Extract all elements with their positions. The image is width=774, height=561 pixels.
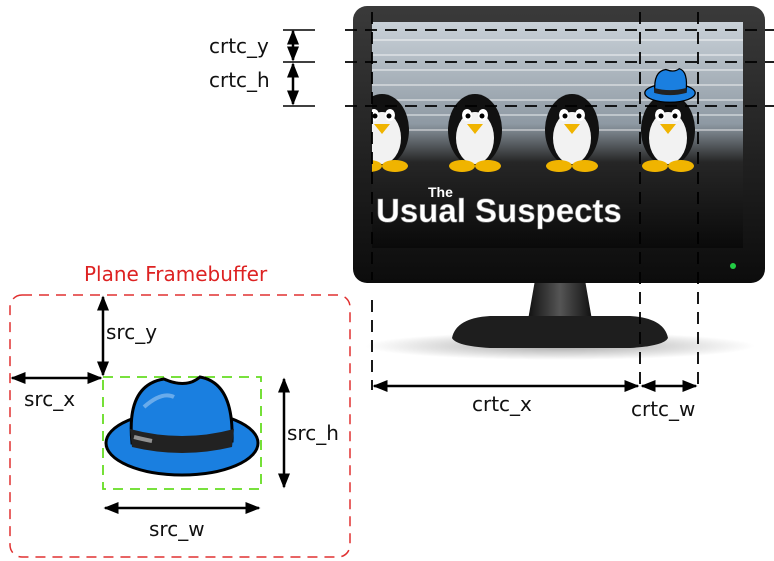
screen-title-large: Usual Suspects [376, 192, 622, 229]
monitor: The Usual Suspects crtc_y crtc_h crtc_x … [209, 6, 774, 421]
crtc-h-label: crtc_h [209, 68, 270, 92]
monitor-stand-neck [528, 280, 592, 320]
src-y-label: src_y [106, 320, 157, 344]
src-x-label: src_x [24, 387, 75, 411]
src-h-label: src_h [287, 421, 339, 445]
fedora-hat-icon [644, 67, 696, 103]
screen-content: The Usual Suspects [372, 39, 743, 229]
monitor-stand-base [452, 316, 668, 348]
screen-title-small: The [428, 184, 453, 200]
crtc-guides [345, 12, 774, 390]
crtc-w-label: crtc_w [631, 397, 695, 421]
plane-framebuffer: Plane Framebuffer src_x src_y src_w src_… [9, 262, 351, 558]
src-w-label: src_w [149, 517, 205, 541]
power-led-icon [730, 263, 736, 269]
crtc-x-label: crtc_x [472, 392, 532, 416]
source-rect-border [102, 376, 262, 490]
fedora-hat-icon [104, 375, 260, 477]
framebuffer-title: Plane Framebuffer [84, 262, 268, 286]
crtc-y-label: crtc_y [209, 34, 269, 58]
framebuffer-border [9, 294, 351, 558]
